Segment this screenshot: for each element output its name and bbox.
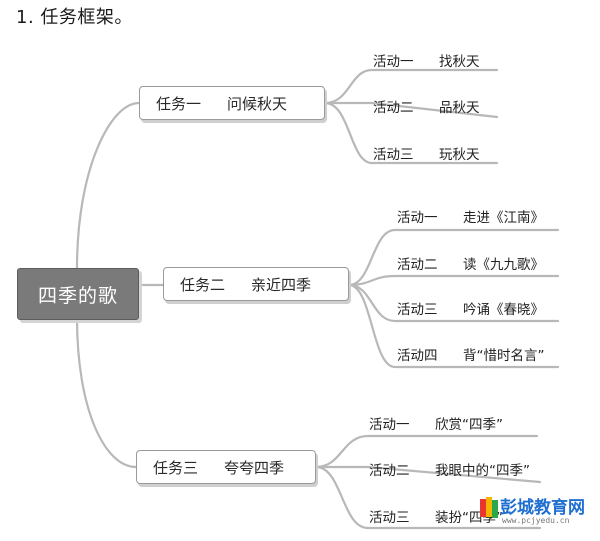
task-2-activity-1: 活动一 走进《江南》 bbox=[397, 206, 544, 226]
task-3-title: 夸夸四季 bbox=[224, 458, 285, 477]
activity-number: 活动三 bbox=[397, 302, 438, 318]
connector-task-1-act-2 bbox=[323, 101, 499, 119]
task-1-activity-1: 活动一 找秋天 bbox=[373, 50, 480, 70]
activity-text: 吟诵《春晓》 bbox=[463, 302, 544, 318]
activity-number: 活动三 bbox=[369, 510, 410, 526]
connector-task-3-act-3 bbox=[314, 465, 542, 530]
watermark-logo: 彭城教育网 www.pcjyedu.cn bbox=[480, 493, 598, 533]
task-3-activity-2: 活动二 我眼中的“四季” bbox=[369, 459, 530, 479]
connector-root-task-1 bbox=[75, 101, 141, 270]
task-1-title: 问候秋天 bbox=[227, 94, 288, 113]
activity-text: 找秋天 bbox=[439, 54, 480, 70]
connector-task-2-act-1 bbox=[347, 228, 560, 287]
task-2-activity-2: 活动二 读《九九歌》 bbox=[397, 253, 544, 273]
watermark-name: 彭城教育网 bbox=[500, 498, 585, 518]
task-3-name: 任务三 bbox=[153, 458, 199, 477]
connector-task-2-act-4 bbox=[347, 283, 560, 369]
task-2-name: 任务二 bbox=[180, 275, 226, 294]
activity-text: 品秋天 bbox=[439, 100, 480, 116]
task-3-activity-1: 活动一 欣赏“四季” bbox=[369, 413, 503, 433]
connector-task-3-act-1 bbox=[314, 434, 539, 469]
activity-number: 活动一 bbox=[373, 54, 414, 70]
activity-text: 欣赏“四季” bbox=[435, 417, 503, 433]
task-2-activity-4: 活动四 背“惜时名言” bbox=[397, 344, 545, 364]
activity-number: 活动四 bbox=[397, 348, 438, 364]
task-1-name: 任务一 bbox=[156, 94, 202, 113]
connector-task-1-act-1 bbox=[323, 68, 499, 105]
activity-number: 活动二 bbox=[397, 257, 438, 273]
task-node-1: 任务一 问候秋天 bbox=[139, 86, 325, 120]
root-node: 四季的歌 bbox=[17, 268, 139, 320]
task-1-activity-3: 活动三 玩秋天 bbox=[373, 143, 480, 163]
task-1-activity-2: 活动二 品秋天 bbox=[373, 96, 480, 116]
watermark-url: www.pcjyedu.cn bbox=[502, 516, 570, 525]
connector-task-1-act-3 bbox=[323, 101, 499, 165]
activity-number: 活动一 bbox=[397, 210, 438, 226]
activity-text: 读《九九歌》 bbox=[463, 257, 544, 273]
book-logo-icon bbox=[480, 497, 498, 518]
activity-number: 活动二 bbox=[369, 463, 410, 479]
activity-number: 活动三 bbox=[373, 147, 414, 163]
connector-root-task-3 bbox=[75, 316, 138, 469]
activity-text: 背“惜时名言” bbox=[463, 348, 545, 364]
activity-text: 玩秋天 bbox=[439, 147, 480, 163]
connector-task-2-act-2 bbox=[347, 274, 560, 287]
task-2-title: 亲近四季 bbox=[251, 275, 312, 294]
task-node-2: 任务二 亲近四季 bbox=[163, 267, 349, 301]
task-2-activity-3: 活动三 吟诵《春晓》 bbox=[397, 298, 544, 318]
activity-number: 活动一 bbox=[369, 417, 410, 433]
activity-number: 活动二 bbox=[373, 100, 414, 116]
section-heading: 1. 任务框架。 bbox=[16, 7, 133, 28]
task-node-3: 任务三 夸夸四季 bbox=[136, 450, 316, 484]
activity-text: 我眼中的“四季” bbox=[435, 463, 530, 479]
connector-task-3-act-2 bbox=[314, 465, 542, 484]
connector-task-2-act-3 bbox=[347, 283, 560, 323]
activity-text: 走进《江南》 bbox=[463, 210, 544, 226]
